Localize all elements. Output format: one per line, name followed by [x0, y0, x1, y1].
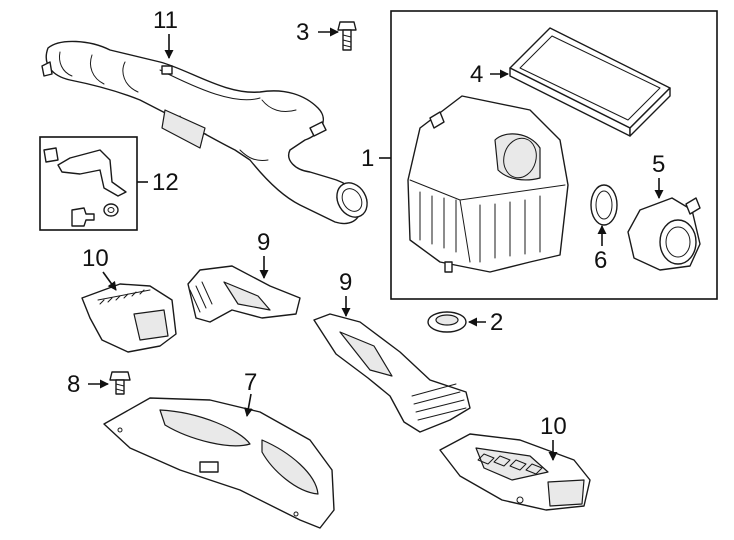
callout-9-lower: 9 — [339, 269, 352, 296]
callout-10-right: 10 — [540, 413, 567, 440]
callout-9-upper: 9 — [257, 229, 270, 256]
callout-4: 4 — [470, 61, 483, 88]
mounting-bracket — [57, 149, 127, 197]
callout-6: 6 — [594, 247, 607, 274]
inlet-duct-9-upper — [187, 265, 301, 323]
callout-3: 3 — [296, 19, 309, 46]
air-deflector-7 — [103, 397, 335, 529]
callout-1: 1 — [361, 145, 374, 172]
leader-lines — [88, 27, 664, 461]
inlet-duct-9-lower — [313, 313, 471, 433]
bracket-kit-box — [39, 136, 138, 231]
callout-7: 7 — [244, 369, 257, 396]
air-cleaner-box — [390, 10, 718, 300]
bolt-3 — [337, 21, 357, 51]
inlet-duct-10-right — [439, 433, 591, 511]
callout-11: 11 — [153, 7, 178, 34]
callout-12: 12 — [152, 169, 179, 196]
inlet-duct-10-left — [81, 283, 177, 353]
air-intake-duct — [41, 40, 368, 225]
callout-5: 5 — [652, 151, 665, 178]
callout-2: 2 — [490, 309, 503, 336]
callout-labels: 11 3 4 1 5 12 6 9 10 9 2 8 7 10 — [67, 7, 665, 440]
callout-8: 8 — [67, 371, 80, 398]
grommet-2 — [427, 311, 467, 333]
callout-10-left: 10 — [82, 245, 109, 272]
bolt-8 — [109, 371, 131, 395]
